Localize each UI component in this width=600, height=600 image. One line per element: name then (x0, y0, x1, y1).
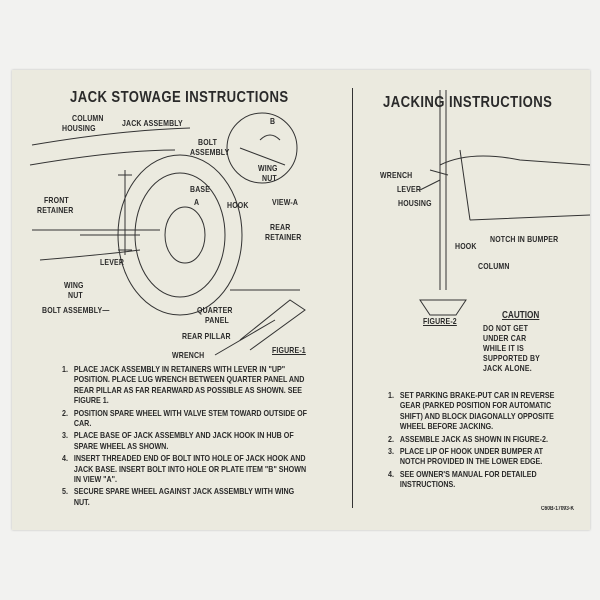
label-rear: REAR (270, 222, 291, 232)
label-front: FRONT (44, 195, 69, 205)
jacking-steps: 1.SET PARKING BRAKE-PUT CAR IN REVERSE G… (388, 390, 558, 492)
jack-stowage-title: JACK STOWAGE INSTRUCTIONS (70, 89, 289, 106)
label-housing-2: HOUSING (398, 198, 432, 208)
caution-title: CAUTION (502, 310, 540, 321)
label-housing: HOUSING (62, 123, 96, 133)
label-jack-assembly: JACK ASSEMBLY (122, 118, 183, 128)
step: 1.PLACE JACK ASSEMBLY IN RETAINERS WITH … (62, 364, 305, 406)
label-hook-2: HOOK (455, 241, 477, 251)
label-hook: HOOK (227, 200, 249, 210)
step: 2.POSITION SPARE WHEEL WITH VALVE STEM T… (62, 407, 307, 429)
label-wrench: WRENCH (172, 350, 205, 360)
step: 4.SEE OWNER'S MANUAL FOR DETAILED INSTRU… (388, 468, 537, 490)
stowage-steps: 1.PLACE JACK ASSEMBLY IN RETAINERS WITH … (62, 364, 309, 509)
label-bolt: BOLT (198, 137, 218, 147)
instruction-decal (12, 70, 590, 530)
step: 3.PLACE LIP OF HOOK UNDER BUMPER AT NOTC… (388, 446, 543, 467)
label-column: COLUMN (72, 113, 104, 123)
label-nut-2: NUT (68, 290, 83, 300)
label-quarter: QUARTER (197, 305, 233, 315)
figure-2-drawing (419, 90, 591, 316)
label-bolt-assembly: BOLT ASSEMBLY— (42, 305, 110, 315)
step: 1.SET PARKING BRAKE-PUT CAR IN REVERSE G… (388, 390, 555, 432)
label-assembly: ASSEMBLY (190, 147, 230, 157)
label-column-2: COLUMN (478, 261, 510, 271)
figure-1-drawing (29, 112, 306, 356)
label-rear-pillar: REAR PILLAR (182, 331, 231, 341)
step: 5.SECURE SPARE WHEEL AGAINST JACK ASSEMB… (62, 486, 295, 507)
label-nut: NUT (262, 173, 277, 183)
label-b: B (270, 116, 276, 126)
label-wing-2: WING (64, 280, 84, 290)
figure-1-caption: FIGURE-1 (272, 345, 306, 355)
step: 2.ASSEMBLE JACK AS SHOWN IN FIGURE-2. (388, 433, 548, 444)
figure-2-caption: FIGURE-2 (423, 316, 457, 326)
column-divider (352, 88, 353, 508)
label-view-a: VIEW-A (272, 197, 299, 207)
part-number: C60B-17093-K (541, 506, 575, 512)
label-a: A (194, 197, 200, 207)
label-base: BASE (190, 184, 211, 194)
label-rear-retainer: RETAINER (265, 232, 302, 242)
jacking-title: JACKING INSTRUCTIONS (383, 94, 553, 111)
step: 3.PLACE BASE OF JACK ASSEMBLY AND JACK H… (62, 430, 294, 451)
step: 4.INSERT THREADED END OF BOLT INTO HOLE … (62, 453, 307, 485)
label-lever: LEVER (100, 257, 125, 267)
label-notch: NOTCH IN BUMPER (490, 234, 559, 244)
label-wrench-2: WRENCH (380, 170, 413, 180)
label-lever-2: LEVER (397, 184, 422, 194)
label-panel: PANEL (205, 315, 229, 325)
caution-text: DO NOT GET UNDER CAR WHILE IT IS SUPPORT… (483, 323, 540, 373)
label-retainer: RETAINER (37, 205, 74, 215)
label-wing: WING (258, 163, 278, 173)
